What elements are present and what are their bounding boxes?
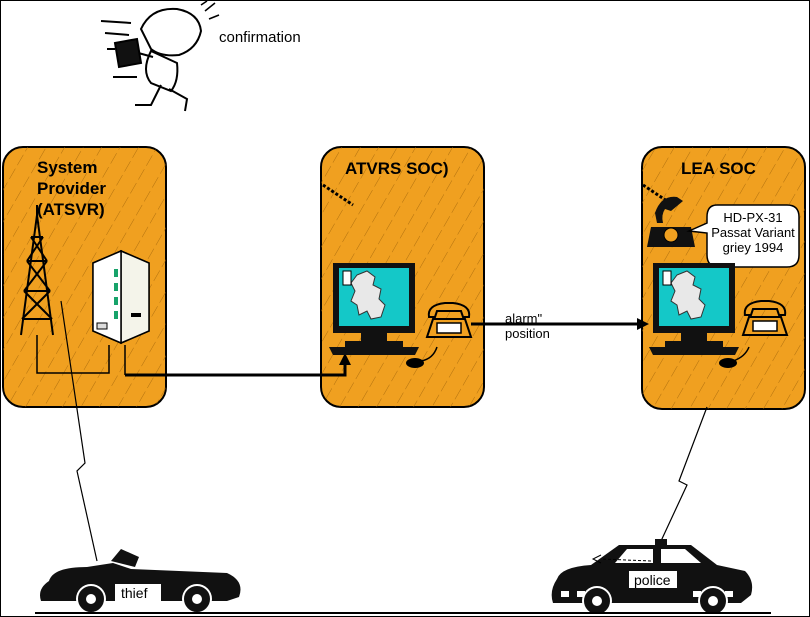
link-atvrs-lea bbox=[471, 318, 649, 330]
system-provider-line-1: System bbox=[37, 158, 98, 177]
thief-car-icon bbox=[40, 549, 241, 614]
link-label-line-2: position bbox=[505, 326, 550, 341]
system-provider-line-3: (ATSVR) bbox=[37, 200, 105, 219]
thief-radio-signal bbox=[60, 300, 98, 562]
callout-line-3: griey 1994 bbox=[722, 240, 784, 255]
system-provider-title: System Provider (ATSVR) bbox=[37, 157, 106, 220]
atvrs-soc-title: ATVRS SOC) bbox=[345, 159, 449, 178]
link-label: alarm" position bbox=[505, 311, 550, 341]
server-unit-icon bbox=[92, 249, 150, 345]
thief-label: thief bbox=[121, 585, 148, 601]
lea-phone-icon bbox=[742, 300, 788, 336]
system-provider-box bbox=[2, 146, 167, 408]
atvrs-mouse-icon bbox=[406, 346, 438, 368]
link-label-line-1: alarm" bbox=[505, 311, 543, 326]
callout-text: HD-PX-31 Passat Variant griey 1994 bbox=[705, 210, 801, 255]
callout-line-2: Passat Variant bbox=[711, 225, 795, 240]
system-provider-line-2: Provider bbox=[37, 179, 106, 198]
police-car-icon bbox=[551, 539, 753, 616]
running-man-icon bbox=[100, 1, 220, 112]
radio-tower-icon bbox=[20, 205, 54, 336]
atvrs-phone-icon bbox=[426, 302, 472, 338]
provider-wiring bbox=[36, 335, 126, 375]
police-label: police bbox=[634, 572, 671, 588]
lea-mouse-icon bbox=[719, 346, 750, 368]
lea-rotary-phone-icon bbox=[647, 196, 695, 247]
link-provider-atvrs bbox=[125, 353, 351, 377]
lea-soc-title: LEA SOC bbox=[681, 159, 756, 178]
callout-line-1: HD-PX-31 bbox=[723, 210, 783, 225]
police-radio-signal bbox=[660, 406, 708, 542]
confirmation-caption: confirmation bbox=[219, 29, 301, 46]
